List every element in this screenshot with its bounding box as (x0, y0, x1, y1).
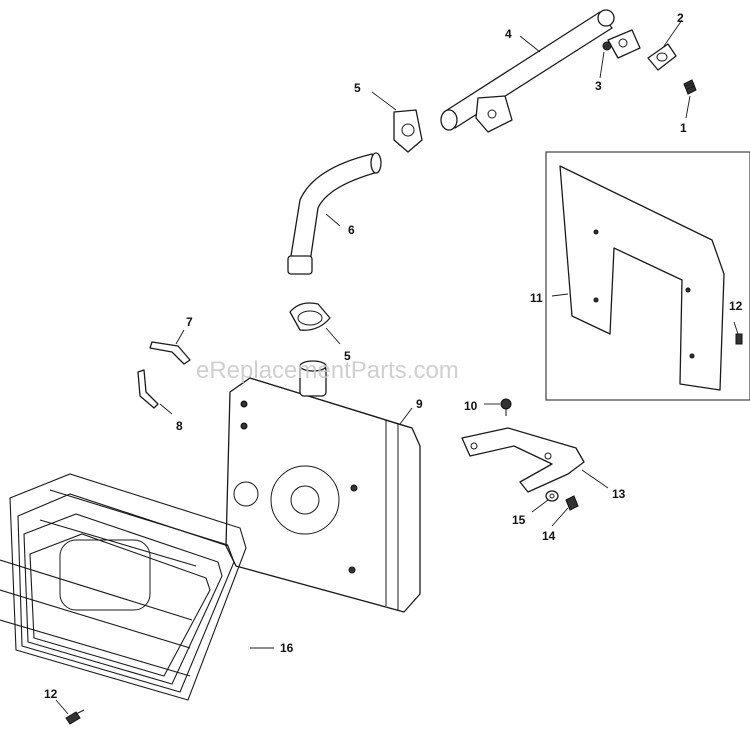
callout-12-upper: 12 (729, 299, 743, 313)
callout-3: 3 (595, 79, 602, 93)
part-14-bolt[interactable] (565, 495, 579, 511)
part-13-mounting-bracket[interactable] (461, 427, 585, 493)
part-4-exhaust-pipe[interactable] (440, 9, 641, 133)
part-12-screw-upper[interactable] (735, 333, 743, 345)
callout-16: 16 (280, 641, 294, 655)
callout-11: 11 (530, 291, 543, 305)
part-15-washer[interactable] (545, 490, 559, 502)
callout-5-upper: 5 (354, 81, 361, 95)
part-12-screw-lower[interactable] (65, 709, 85, 725)
callout-10: 10 (464, 399, 478, 413)
part-6-exhaust-elbow[interactable] (287, 152, 382, 275)
callout-5-lower: 5 (344, 349, 351, 363)
callout-12-lower: 12 (44, 687, 58, 701)
callout-4: 4 (505, 27, 512, 41)
callout-14: 14 (542, 529, 556, 543)
part-10-screw[interactable] (500, 398, 512, 416)
callout-15: 15 (512, 513, 526, 527)
watermark-text: eReplacementParts.com (196, 357, 459, 384)
callout-9: 9 (416, 397, 423, 411)
part-8-clip[interactable] (137, 369, 159, 409)
part-2-gasket[interactable] (647, 43, 677, 71)
callout-6: 6 (348, 223, 355, 237)
part-3-nut[interactable] (602, 41, 612, 51)
part-11-heat-shield-plate[interactable] (545, 151, 750, 401)
callout-8: 8 (176, 419, 183, 433)
part-5-clamp-upper[interactable] (393, 109, 423, 153)
part-16-heat-shield-cage[interactable] (0, 473, 247, 701)
callout-13: 13 (612, 487, 626, 501)
part-1-stud[interactable] (683, 79, 697, 95)
callout-7: 7 (186, 315, 193, 329)
part-5-clamp-lower[interactable] (289, 302, 331, 331)
part-7-bracket[interactable] (149, 341, 191, 365)
callout-1: 1 (680, 121, 687, 135)
callout-2: 2 (677, 11, 684, 25)
part-9-muffler[interactable] (225, 360, 421, 613)
